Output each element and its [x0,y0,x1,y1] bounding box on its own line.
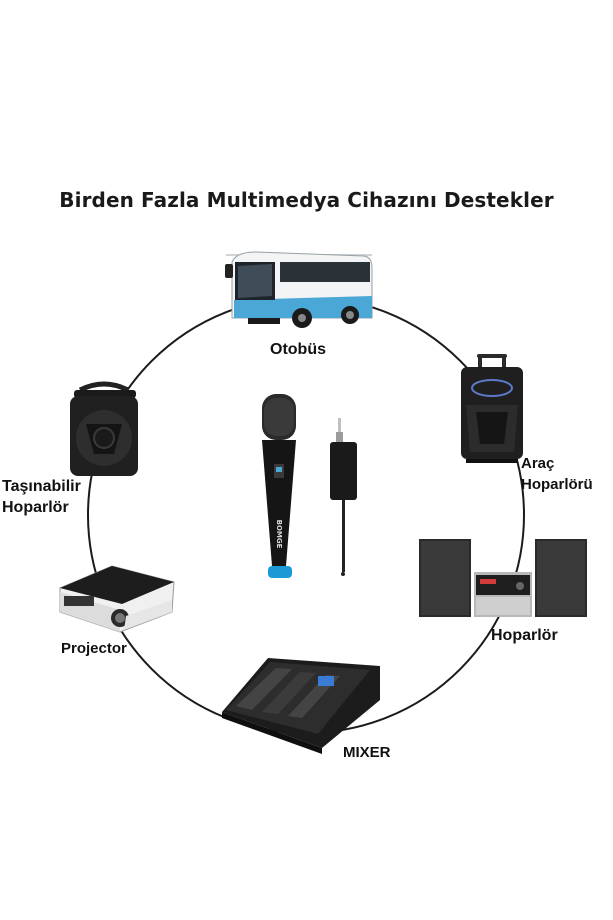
headline: Birden Fazla Multimedya Cihazını Destekl… [59,188,554,212]
microphone-image: BOMGE [262,394,296,578]
label-car-speaker-line1: Araç [521,455,555,472]
portable-speaker-image [70,381,138,476]
label-portable-speaker-line1: Taşınabilir [2,478,81,495]
label-car-speaker-line2: Hoparlörü [521,476,593,493]
bus-image [225,251,373,328]
label-projector: Projector [61,640,127,657]
label-car-speaker: Araç Hoparlörü [521,453,593,495]
mixer-image [222,658,380,754]
label-portable-speaker-line2: Hoparlör [2,499,69,516]
label-bus: Otobüs [270,341,326,358]
label-speaker: Hoparlör [491,627,558,644]
receiver-image [330,418,357,576]
projector-image [59,565,175,633]
car-speaker-image [461,354,523,463]
label-mixer: MIXER [343,744,391,761]
speaker-system-image [419,539,587,617]
mic-brand: BOMGE [275,520,283,549]
label-portable-speaker: Taşınabilir Hoparlör [2,476,81,518]
